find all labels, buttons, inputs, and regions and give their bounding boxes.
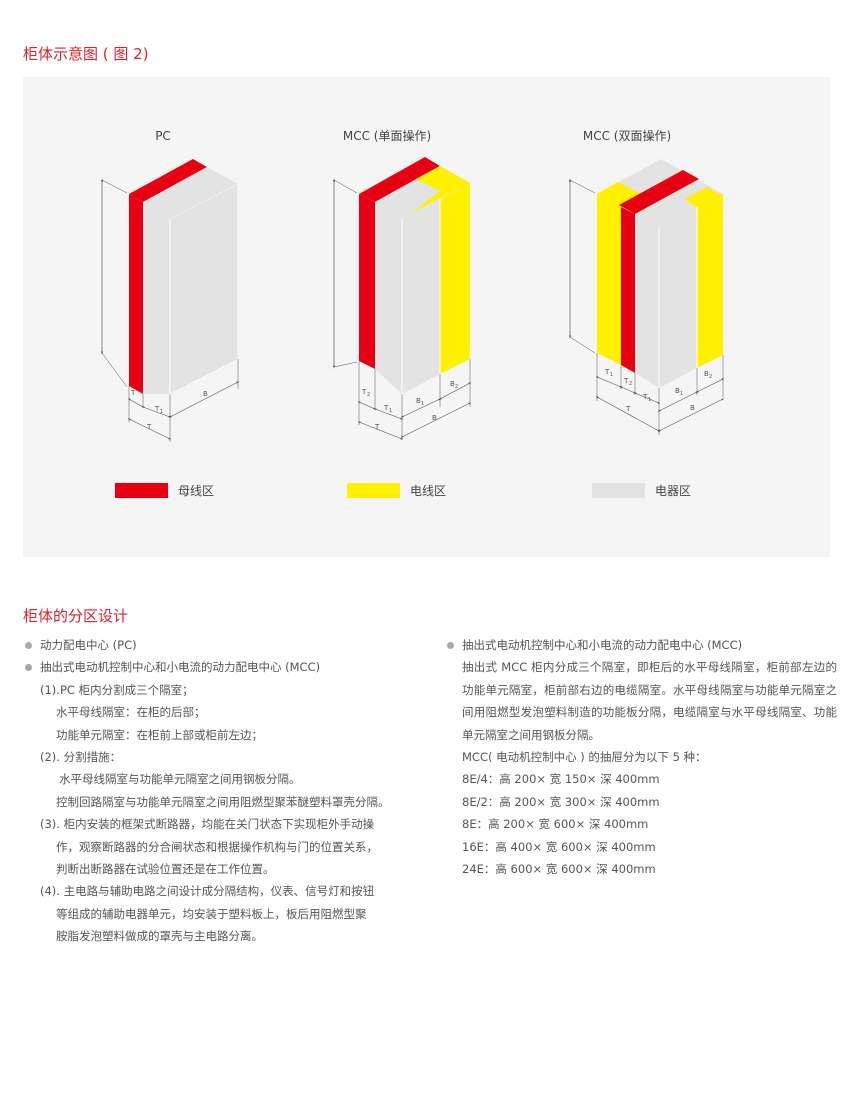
dim-label: T (361, 388, 367, 396)
dim-sub: 2 (367, 392, 370, 398)
legend-swatch-grey (592, 483, 645, 498)
text-line: 8E/2：高 200× 宽 300× 深 400mm (462, 794, 660, 809)
text-line: 作，观察断路器的分合闸状态和根据操作机构与门的位置关系， (56, 839, 378, 854)
list-item: 动力配电中心 (PC) (23, 634, 423, 656)
cabinet-diagrams: PC T T 1 T B (100, 128, 725, 442)
text-line: MCC( 电动机控制中心 ) 的抽屉分为以下 5 种： (462, 750, 707, 765)
text-line: (3). 柜内安装的框架式断路器，均能在关门状态下实现柜外手动操 (40, 817, 375, 832)
list-item: 抽出式电动机控制中心和小电流的动力配电中心 (MCC) (445, 634, 837, 656)
dim-label: B (690, 404, 695, 412)
text-line: (4). 主电路与辅助电路之间设计成分隔结构，仪表、信号灯和按钮 (40, 884, 375, 899)
dim-label: T (623, 377, 629, 385)
text-line: 24E：高 600× 宽 600× 深 400mm (462, 862, 656, 877)
text-line: 控制回路隔室与功能单元隔室之间用阻燃型聚苯醚塑料罩壳分隔。 (56, 794, 390, 809)
diagram-title-mcc-single: MCC (单面操作) (343, 128, 431, 143)
legend-label: 母线区 (178, 484, 215, 498)
mcc-description: 抽出式 MCC 柜内分成三个隔室，即柜后的水平母线隔室，柜前部左边的功能单元隔室… (462, 660, 837, 742)
device-top (143, 167, 238, 219)
diagram-title-pc: PC (155, 129, 171, 143)
legend-device: 电器区 (592, 483, 691, 498)
dim-label: B (675, 387, 680, 395)
dim-label: T (130, 389, 136, 397)
diagram-panel: PC T T 1 T B (23, 77, 830, 557)
text-line: 水平母线隔室：在柜的后部； (56, 705, 206, 720)
dim-label: T (625, 405, 631, 413)
text-line: (2). 分割措施： (40, 750, 122, 765)
text-line: 8E：高 200× 宽 600× 深 400mm (462, 817, 649, 832)
text-line: 水平母线隔室与功能单元隔室之间用钢板分隔。 (59, 772, 301, 787)
legend-swatch-yellow (347, 483, 400, 498)
busbar-side (129, 194, 143, 394)
list-item: 抽出式电动机控制中心和小电流的动力配电中心 (MCC) (23, 656, 423, 678)
text-line: 功能单元隔室：在柜前上部或柜前左边； (56, 727, 263, 742)
text-line: 等组成的辅助电器单元，均安装于塑料板上，板后用阻燃型聚 (56, 906, 367, 921)
dim-sub: 1 (680, 391, 683, 397)
text-line: 8E/4：高 200× 宽 150× 深 400mm (462, 772, 660, 787)
dim-sub: 1 (421, 401, 424, 407)
text-line: 判断出断路器在试验位置还是在工作位置。 (56, 862, 275, 877)
legend-cable: 电线区 (347, 483, 446, 498)
pc-cabinet-diagram: PC T T 1 T B (100, 129, 240, 442)
dim-label: T (383, 404, 389, 412)
dim-label: B (450, 380, 455, 388)
bullet-icon (447, 642, 454, 649)
text-line: 胺脂发泡塑料做成的罩壳与主电路分离。 (56, 929, 263, 944)
device-side (143, 202, 170, 394)
dim-label: B (704, 370, 709, 378)
legend-busbar: 母线区 (115, 483, 214, 498)
legend-label: 电器区 (655, 484, 692, 498)
dim-sub: 2 (455, 384, 458, 390)
dim-sub: 2 (709, 374, 712, 380)
mcc-double-cabinet-diagram: MCC (双面操作) (568, 128, 725, 435)
dim-label: B (203, 390, 208, 398)
legend-label: 电线区 (410, 484, 447, 498)
dim-sub: 1 (610, 372, 613, 378)
device-front (169, 183, 239, 395)
busbar-top (129, 159, 207, 202)
left-column: 动力配电中心 (PC) 抽出式电动机控制中心和小电流的动力配电中心 (MCC) … (23, 634, 423, 948)
dim-label: T (154, 405, 160, 413)
right-column: 抽出式电动机控制中心和小电流的动力配电中心 (MCC) 抽出式 MCC 柜内分成… (445, 634, 837, 880)
dim-label: T (374, 423, 380, 431)
bullet-icon (25, 664, 32, 672)
legend-swatch-red (115, 483, 168, 498)
dim-label: B (432, 414, 437, 422)
bullet-icon (25, 642, 32, 649)
dim-label: T (604, 368, 610, 376)
diagram-title-mcc-double: MCC (双面操作) (583, 128, 671, 143)
dim-sub: 2 (629, 381, 632, 387)
dim-sub: 1 (389, 408, 392, 414)
dim-label: T (642, 393, 648, 401)
dim-sub: 1 (160, 409, 163, 415)
mcc-single-cabinet-diagram: MCC (单面操作) T (332, 128, 472, 440)
text-line: (1).PC 柜内分割成三个隔室； (40, 682, 194, 697)
figure-title: 柜体示意图 ( 图 2) (23, 45, 149, 63)
dim-label: B (416, 397, 421, 405)
dim-sub: 1 (648, 397, 651, 403)
dim-label: T (146, 423, 152, 431)
section-title: 柜体的分区设计 (23, 607, 129, 625)
text-line: 16E：高 400× 宽 600× 深 400mm (462, 839, 656, 854)
